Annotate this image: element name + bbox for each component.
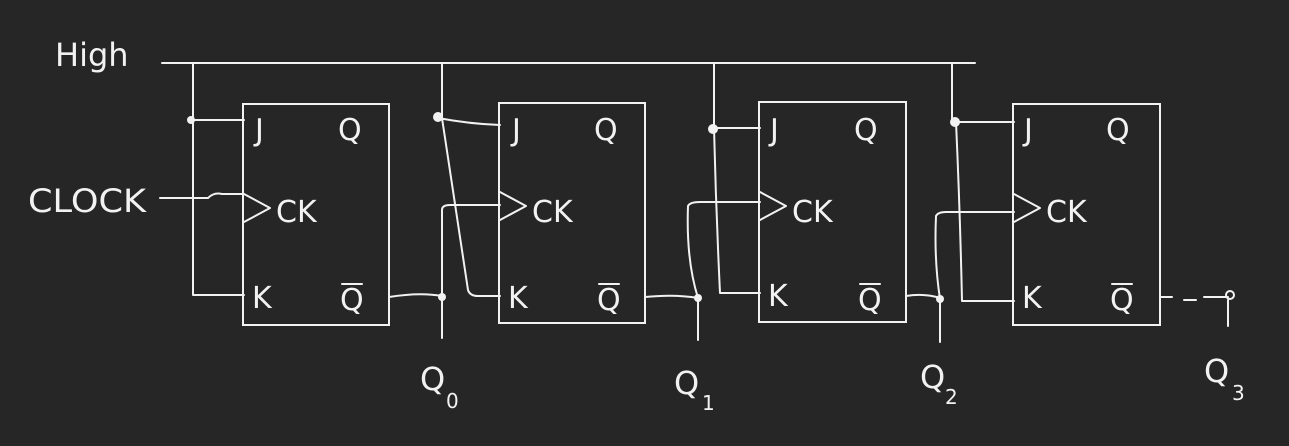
flip-flop-0-ck-pin: CK [276, 195, 318, 230]
flip-flop-2: J Q CK K Q [758, 101, 907, 323]
flip-flop-3-clock-triangle [1013, 193, 1041, 223]
flip-flop-3-ck-pin: CK [1046, 195, 1088, 230]
flip-flop-1-j-pin: J [510, 113, 521, 148]
flip-flop-1-qbar-pin: Q [597, 283, 621, 318]
flip-flop-1-ck-pin: CK [532, 195, 574, 230]
q1-subscript: 1 [702, 391, 715, 415]
flip-flop-2-body [758, 101, 907, 323]
flip-flop-0-k-pin: K [252, 281, 273, 316]
q2-label: Q [920, 358, 945, 396]
flip-flop-3-qbar-pin: Q [1110, 283, 1134, 318]
flip-flop-0: J Q CK K Q [242, 103, 390, 326]
ff1-junction-dot [433, 112, 443, 122]
ff3-junction-dot [950, 117, 960, 127]
flip-flop-3-k-pin: K [1022, 281, 1043, 316]
flip-flop-1-body [498, 102, 646, 324]
flip-flop-1-q-pin: Q [594, 113, 618, 148]
flip-flop-2-k-pin: K [768, 279, 789, 314]
clock-label: CLOCK [28, 182, 147, 220]
q3-terminal [1225, 290, 1235, 300]
flip-flop-1: J Q CK K Q [498, 102, 646, 324]
flip-flop-3-q-pin: Q [1106, 113, 1130, 148]
ff2-jk-high-wire [713, 62, 761, 294]
flip-flop-1-clock-triangle [499, 191, 527, 221]
ff2-qbar-wire [905, 293, 941, 299]
flip-flop-2-ck-pin: CK [792, 195, 834, 230]
flip-flop-2-clock-triangle [759, 191, 787, 221]
ff2-to-ff3-clock-wire [934, 211, 1015, 300]
ff1-to-ff2-clock-wire [686, 201, 761, 299]
q2-subscript: 2 [945, 385, 958, 409]
clock-wire [159, 192, 245, 199]
q1-label: Q [674, 364, 699, 402]
q0-subscript: 0 [446, 389, 459, 413]
ff3-jk-high-wire [951, 62, 1015, 302]
flip-flop-2-q-pin: Q [854, 113, 878, 148]
flip-flop-0-clock-triangle [243, 193, 271, 223]
ff1-jk-high-wire [437, 62, 501, 297]
ff3-qbar-wire [1159, 296, 1229, 301]
flip-flop-2-j-pin: J [768, 113, 779, 148]
high-label: High [55, 36, 129, 74]
ff1-qbar-wire [644, 294, 699, 299]
ff0-jk-high-wire [190, 62, 245, 296]
flip-flop-3-j-pin: J [1022, 113, 1033, 148]
ff0-junction-dot [187, 116, 195, 124]
q0-label: Q [420, 360, 445, 398]
flip-flop-1-k-pin: K [508, 281, 529, 316]
ff0-qbar-wire [388, 293, 443, 298]
q3-subscript: 3 [1232, 381, 1245, 405]
flip-flop-3-body [1012, 103, 1161, 326]
q3-label: Q [1204, 352, 1229, 390]
flip-flop-3: J Q CK K Q [1012, 103, 1161, 326]
flip-flop-0-qbar-pin: Q [340, 283, 364, 318]
ff2-junction-dot [708, 124, 718, 134]
flip-flop-2-qbar-pin: Q [858, 283, 882, 318]
flip-flop-0-body [242, 103, 390, 326]
flip-flop-0-j-pin: J [253, 113, 264, 148]
flip-flop-0-q-pin: Q [338, 113, 362, 148]
ff0-to-ff1-clock-wire [441, 204, 501, 298]
